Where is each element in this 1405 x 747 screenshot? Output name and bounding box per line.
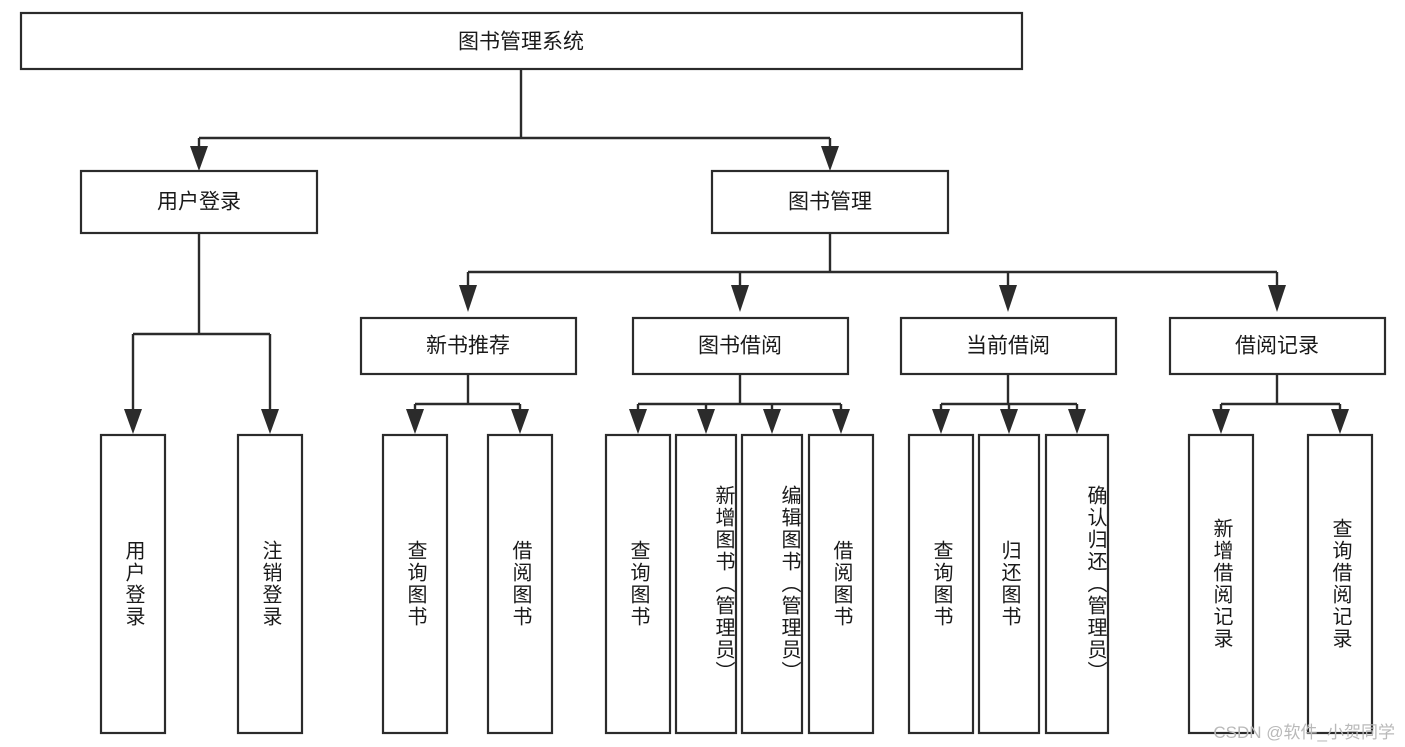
connector-group-new-book-recommend (406, 374, 529, 434)
connector-group-book-borrow (629, 374, 850, 434)
arrow-head-leaf-user-login (124, 409, 142, 434)
arrow-head-leaf-query-book-3 (932, 409, 950, 434)
arrow-head-book-borrow (731, 285, 749, 312)
node-root-rect[interactable] (19, 11, 1024, 71)
node-book-borrow[interactable]: 图书借阅 (631, 316, 850, 376)
leaf-box-query-book-2[interactable] (604, 433, 672, 735)
node-root-label: 图书管理系统 (458, 31, 584, 54)
node-book-manage-rect[interactable] (710, 169, 950, 235)
leaf-label-query-book-1: 查询图书 (404, 540, 426, 628)
arrow-head-leaf-add-book-admin (697, 409, 715, 434)
arrow-head-leaf-query-book-1 (406, 409, 424, 434)
leaf-label-confirm-return-admin: 确认归还（管理员） (1084, 485, 1106, 683)
node-new-book-recommend-rect[interactable] (359, 316, 578, 376)
leaf-label-add-borrow-record: 新增借阅记录 (1210, 518, 1232, 650)
node-new-book-recommend-label: 新书推荐 (426, 335, 510, 358)
arrow-head-current-borrow (999, 285, 1017, 312)
arrow-head-book-manage (821, 146, 839, 171)
node-user-login-rect[interactable] (79, 169, 319, 235)
leaf-box-query-book-1[interactable] (381, 433, 449, 735)
leaf-box-return-book[interactable] (977, 433, 1041, 735)
arrow-head-leaf-query-book-2 (629, 409, 647, 434)
leaf-box-confirm-return-admin[interactable] (1044, 433, 1110, 735)
arrow-head-user-login (190, 146, 208, 171)
arrow-head-leaf-query-borrow-record (1331, 409, 1349, 434)
node-book-manage-label: 图书管理 (788, 191, 872, 214)
node-current-borrow[interactable]: 当前借阅 (899, 316, 1118, 376)
connector-group-borrow-record (1212, 374, 1349, 434)
node-current-borrow-label: 当前借阅 (966, 335, 1050, 358)
arrow-head-leaf-edit-book-admin (763, 409, 781, 434)
leaf-label-edit-book-admin: 编辑图书（管理员） (778, 485, 800, 683)
leaf-box-user-login[interactable] (99, 433, 167, 735)
arrow-head-leaf-borrow-book-2 (832, 409, 850, 434)
watermark-text: CSDN @软件_小贺同学 (1213, 723, 1395, 742)
leaf-box-logout-login[interactable] (236, 433, 304, 735)
node-current-borrow-rect[interactable] (899, 316, 1118, 376)
leaf-label-borrow-book-1: 借阅图书 (509, 540, 531, 628)
node-borrow-record[interactable]: 借阅记录 (1168, 316, 1387, 376)
leaf-label-query-borrow-record: 查询借阅记录 (1329, 518, 1351, 650)
connector-group-user-login (124, 233, 279, 434)
connector-group-root (190, 69, 839, 171)
arrow-head-new-book-recommend (459, 285, 477, 312)
leaf-label-query-book-2: 查询图书 (627, 540, 649, 628)
leaf-label-return-book: 归还图书 (998, 540, 1020, 628)
node-borrow-record-rect[interactable] (1168, 316, 1387, 376)
leaf-box-borrow-book-1[interactable] (486, 433, 554, 735)
node-book-borrow-rect[interactable] (631, 316, 850, 376)
node-user-login-label: 用户登录 (157, 191, 241, 214)
node-new-book-recommend[interactable]: 新书推荐 (359, 316, 578, 376)
leaf-box-borrow-book-2[interactable] (807, 433, 875, 735)
arrow-head-borrow-record (1268, 285, 1286, 312)
leaf-box-edit-book-admin[interactable] (740, 433, 804, 735)
node-book-borrow-label: 图书借阅 (698, 335, 782, 358)
leaf-label-borrow-book-2: 借阅图书 (830, 540, 852, 628)
leaf-label-query-book-3: 查询图书 (930, 540, 952, 628)
leaf-box-query-borrow-record[interactable] (1306, 433, 1374, 735)
leaf-box-add-book-admin[interactable] (674, 433, 738, 735)
leaf-box-add-borrow-record[interactable] (1187, 433, 1255, 735)
node-book-manage[interactable]: 图书管理 (710, 169, 950, 235)
node-root[interactable]: 图书管理系统 (19, 11, 1024, 71)
connector-group-current-borrow (932, 374, 1086, 434)
connector-group-book-manage (459, 233, 1286, 312)
arrow-head-leaf-return-book (1000, 409, 1018, 434)
leaf-label-add-book-admin: 新增图书（管理员） (712, 485, 734, 683)
node-user-login[interactable]: 用户登录 (79, 169, 319, 235)
leaf-label-logout-login: 注销登录 (259, 540, 281, 628)
arrow-head-leaf-add-borrow-record (1212, 409, 1230, 434)
leaf-label-user-login: 用户登录 (122, 540, 144, 628)
leaf-boxes (99, 433, 1374, 735)
leaf-box-query-book-3[interactable] (907, 433, 975, 735)
arrow-head-leaf-logout-login (261, 409, 279, 434)
arrow-head-leaf-borrow-book-1 (511, 409, 529, 434)
arrow-head-leaf-confirm-return-admin (1068, 409, 1086, 434)
node-borrow-record-label: 借阅记录 (1235, 335, 1319, 358)
